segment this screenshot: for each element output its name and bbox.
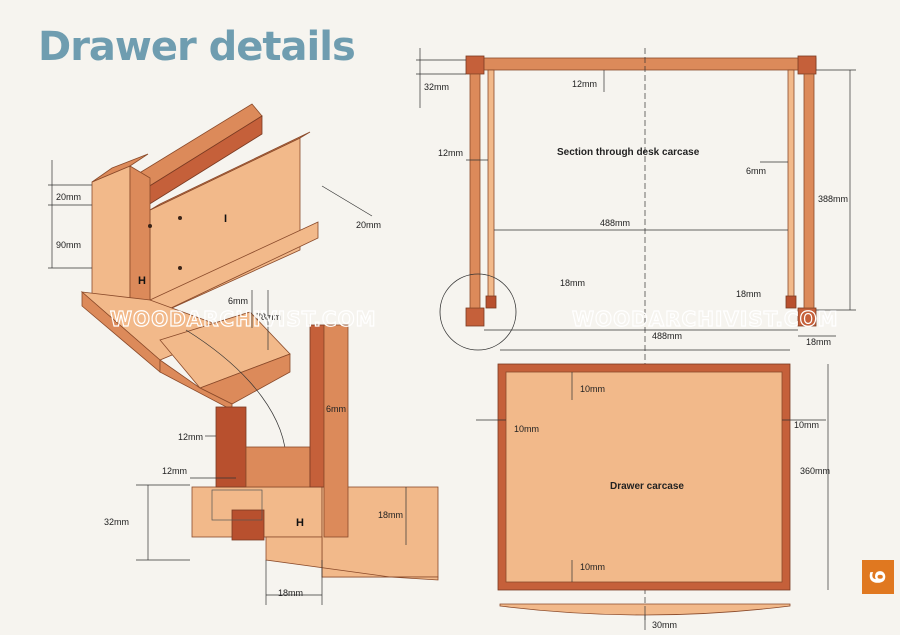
top-rail <box>469 57 817 71</box>
joint-upright-right <box>323 324 349 538</box>
right-runner <box>787 69 795 301</box>
watermark-left: WOODARCHIVIST.COM <box>110 307 377 331</box>
drawer-side-panel-top <box>149 131 311 211</box>
watermark-right: WOODARCHIVIST.COM <box>572 307 839 331</box>
dim-label: 90mm <box>56 240 81 250</box>
isometric-drawer-corner: 20mm 90mm 20mm 6mm 78mm I H <box>48 103 381 471</box>
corner-block <box>465 307 485 327</box>
dim-label: 18mm <box>378 510 403 520</box>
dim-label: 12mm <box>162 466 187 476</box>
drawer-front-upright <box>91 165 131 313</box>
part-label-h: H <box>138 275 146 287</box>
joint-label-h: H <box>296 517 304 529</box>
drawer-carcase: 10mm 10mm 10mm 360mm 10mm 30mm Drawer ca… <box>476 349 830 630</box>
dim-label: 32mm <box>424 82 449 92</box>
dim-label: 488mm <box>652 331 682 341</box>
dim-label: 388mm <box>818 194 848 204</box>
screw-dot <box>148 224 152 228</box>
dim-label: 18mm <box>806 337 831 347</box>
dim-label: 6mm <box>746 166 766 176</box>
dim-label: 30mm <box>652 620 677 630</box>
drawer-base <box>505 371 783 583</box>
dim-label: 6mm <box>326 404 346 414</box>
joint-lower <box>265 536 439 581</box>
joint-detail: 12mm 12mm 32mm 6mm 18mm 18mm H <box>104 324 439 605</box>
dim-label: 18mm <box>278 588 303 598</box>
joint-groove <box>245 446 311 488</box>
joint-upright-thin <box>309 324 325 488</box>
joint-upright-left <box>215 406 247 488</box>
left-foot <box>485 295 497 309</box>
drawer-front-side <box>129 165 151 319</box>
dim-label: 12mm <box>178 432 203 442</box>
dim-label: 20mm <box>56 192 81 202</box>
joint-outline <box>211 489 263 521</box>
dim-label: 12mm <box>438 148 463 158</box>
page-number-tab: 6 <box>862 560 894 594</box>
page-title: Drawer details <box>38 24 356 70</box>
joint-dark-block <box>231 509 265 541</box>
dim-label: 360mm <box>800 466 830 476</box>
left-side <box>469 73 481 309</box>
dim-label: 78mm <box>256 312 281 322</box>
corner-block <box>797 55 817 75</box>
dim-label: 10mm <box>794 420 819 430</box>
section-title: Section through desk carcase <box>557 147 700 158</box>
left-runner <box>487 69 495 301</box>
dim-label: 10mm <box>514 424 539 434</box>
right-foot <box>785 295 797 309</box>
dim-label: 18mm <box>560 278 585 288</box>
dim-label: 10mm <box>580 384 605 394</box>
page-number: 6 <box>865 570 890 584</box>
section-desk-carcase: 32mm 12mm 12mm 6mm 388mm 488mm 18mm 18mm… <box>416 48 856 620</box>
dim-line <box>321 185 373 217</box>
corner-block <box>465 55 485 75</box>
detail-circle <box>439 273 517 351</box>
dim-label: 32mm <box>104 517 129 527</box>
dim-label: 20mm <box>356 220 381 230</box>
part-label-i: I <box>224 213 227 225</box>
screw-dot <box>178 216 182 220</box>
dim-label: 18mm <box>736 289 761 299</box>
drawer-title: Drawer carcase <box>610 481 684 492</box>
dim-label: 10mm <box>580 562 605 572</box>
drawer-front-top <box>91 153 149 183</box>
screw-dot <box>178 266 182 270</box>
dim-label: 488mm <box>600 218 630 228</box>
dim-label: 6mm <box>228 296 248 306</box>
right-side <box>803 73 815 309</box>
dim-label: 12mm <box>572 79 597 89</box>
